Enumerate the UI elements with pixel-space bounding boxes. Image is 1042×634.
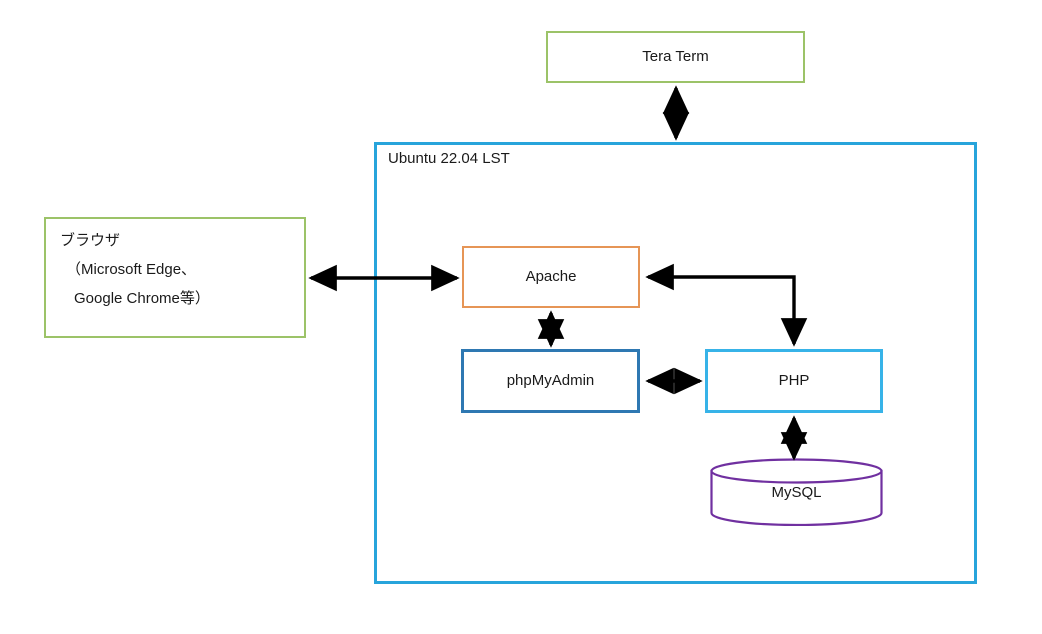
phpmyadmin-node[interactable]: phpMyAdmin	[461, 349, 640, 413]
apache-node[interactable]: Apache	[462, 246, 640, 308]
mysql-node[interactable]	[710, 458, 883, 526]
browser-label-line-1: ブラウザ	[60, 232, 121, 249]
tera-term-label: Tera Term	[642, 47, 709, 65]
ubuntu-container-label: Ubuntu 22.04 LST	[388, 150, 510, 167]
php-label: PHP	[778, 371, 810, 389]
browser-node[interactable]: ブラウザ （Microsoft Edge、 Google Chrome等）	[44, 217, 306, 338]
apache-label: Apache	[525, 267, 577, 285]
browser-label-line-3: Google Chrome等）	[74, 290, 210, 307]
phpmyadmin-label: phpMyAdmin	[506, 371, 595, 389]
mysql-cylinder-body	[710, 469, 883, 526]
tera-term-node[interactable]: Tera Term	[546, 31, 805, 83]
browser-label-line-2: （Microsoft Edge、	[66, 261, 197, 278]
php-node[interactable]: PHP	[705, 349, 883, 413]
mysql-cylinder-top	[710, 458, 883, 484]
